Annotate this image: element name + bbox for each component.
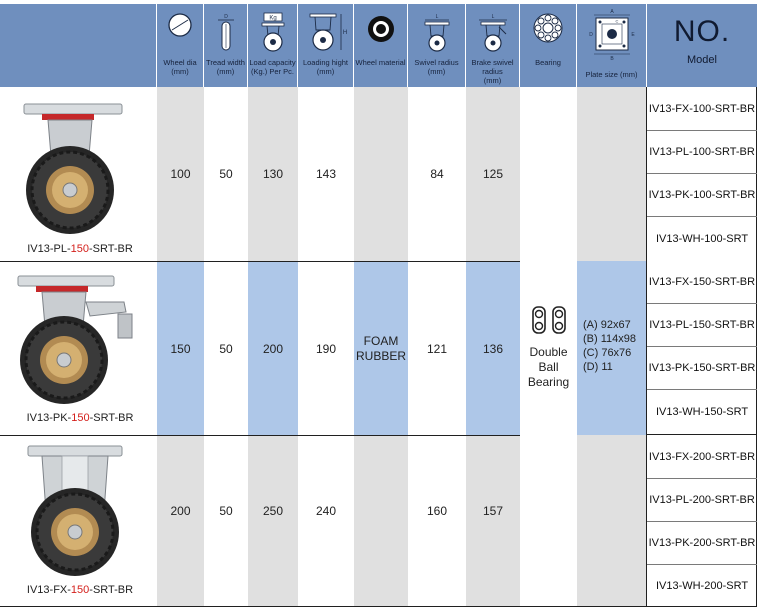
model-cell: IV13-WH-100-SRT (655, 233, 749, 245)
model-column-divider (646, 87, 647, 607)
model-cell: IV13-WH-200-SRT (655, 579, 749, 592)
load-capacity-icon: Kg (261, 12, 284, 52)
header-model: NO. Model (647, 4, 757, 87)
wheel-diameter-icon (168, 13, 192, 37)
tread-width-value: 50 (219, 504, 233, 518)
header-label: Load capacity (Kg.) Per Pc. (249, 58, 296, 76)
load-capacity-value: 250 (262, 504, 284, 518)
group-divider (0, 435, 520, 436)
brake-swivel-radius-value: 157 (482, 504, 504, 518)
header-label: Brake swivel radius (mm) (471, 58, 514, 85)
model-cell: IV13-WH-150-SRT (647, 390, 757, 435)
loading-height-icon: H (309, 13, 347, 51)
header-label: Swivel radius (mm) (414, 58, 459, 76)
header-label: Wheel material (355, 58, 406, 67)
plate-size-icon: A B C D E (589, 9, 635, 62)
band-highlight (157, 261, 204, 435)
table-bottom-border (0, 606, 757, 607)
model-cell: IV13-PK-100-SRT-BR (647, 174, 757, 217)
swivel-radius-value: 160 (426, 504, 448, 518)
svg-text:D: D (224, 14, 228, 20)
wheel-dia-value: 100 (170, 167, 191, 181)
col-swivel-radius (408, 87, 466, 606)
header-image-corner (0, 4, 157, 87)
brake-caster-icon (14, 272, 144, 413)
header-label: Wheel dia (mm) (163, 58, 197, 76)
svg-text:L: L (491, 14, 494, 20)
header-label: Loading hight (mm) (302, 58, 349, 76)
header-wheel-material: Wheel material (354, 4, 408, 87)
product-label: IV13-PK-150-SRT-BR (26, 412, 134, 424)
header-tread-width: D Tread width (mm) (204, 4, 248, 87)
bearing-cell: Double Ball Bearing (520, 306, 577, 390)
model-cell: IV13-FX-150-SRT-BR (647, 261, 757, 304)
loading-height-value: 143 (315, 167, 337, 181)
fixed-caster-icon (22, 442, 132, 583)
bearing-value: Double Ball Bearing (527, 345, 570, 389)
tread-width-value: 50 (219, 167, 233, 181)
svg-text:Kg: Kg (269, 16, 276, 22)
model-cell: IV13-PK-200-SRT-BR (647, 522, 757, 565)
tread-width-value: 50 (219, 342, 233, 356)
brake-swivel-radius-value: 125 (482, 167, 504, 181)
band-highlight (577, 261, 647, 435)
header-load-capacity: Kg Load capacity (Kg.) Per Pc. (248, 4, 298, 87)
loading-height-value: 240 (315, 504, 337, 518)
col-loading-height (298, 87, 354, 606)
wheel-material-icon (367, 16, 394, 42)
bearing-icon (533, 13, 563, 43)
wheel-dia-value: 200 (170, 504, 191, 518)
double-ball-bearing-icon (531, 306, 566, 334)
model-cell: IV13-FX-200-SRT-BR (647, 436, 757, 479)
band-highlight (466, 261, 520, 435)
svg-text:L: L (435, 14, 438, 20)
wheel-material-value: FOAM RUBBER (355, 334, 406, 363)
brake-swivel-radius-icon: L (478, 14, 507, 52)
swivel-radius-value: 121 (426, 342, 448, 356)
tread-width-icon: D (217, 14, 234, 51)
load-capacity-value: 130 (262, 167, 284, 181)
svg-text:A: A (610, 9, 614, 15)
product-label: IV13-FX-150-SRT-BR (26, 584, 134, 596)
brake-swivel-radius-value: 136 (482, 342, 504, 356)
svg-text:B: B (610, 56, 614, 62)
plate-size-value: (A) 92x67 (B) 114x98 (C) 76x76 (D) 11 (583, 319, 636, 373)
header-wheel-dia: Wheel dia (mm) (157, 4, 204, 87)
swivel-radius-icon: L (424, 14, 449, 52)
band-highlight (248, 261, 298, 435)
svg-text:E: E (631, 32, 635, 38)
model-cell: IV13-PL-200-SRT-BR (647, 479, 757, 522)
product-label: IV13-PL-150-SRT-BR (27, 243, 133, 255)
swivel-radius-value: 84 (430, 167, 444, 181)
loading-height-value: 190 (315, 342, 337, 356)
col-bearing (520, 87, 577, 606)
model-title: NO. (673, 15, 731, 48)
col-tread-width (204, 87, 248, 606)
header-brake-swivel-radius: L Brake swivel radius (mm) (466, 4, 520, 87)
model-cell: IV13-PL-150-SRT-BR (647, 304, 757, 347)
header-swivel-radius: L Swivel radius (mm) (408, 4, 466, 87)
header-bearing: Bearing (520, 4, 577, 87)
group-divider (0, 261, 520, 262)
header-label: Plate size (mm) (585, 70, 638, 79)
model-cell: IV13-PL-100-SRT-BR (647, 131, 757, 174)
model-cell: IV13-PK-150-SRT-BR (647, 347, 757, 390)
svg-text:C: C (615, 19, 618, 24)
header-label: Tread width (mm) (206, 58, 245, 76)
svg-text:D: D (589, 32, 593, 38)
model-cell: IV13-FX-100-SRT-BR (647, 88, 757, 131)
swivel-caster-icon (18, 100, 138, 243)
band-highlight (354, 261, 408, 435)
header-label: Bearing (535, 58, 561, 67)
load-capacity-value: 200 (262, 342, 284, 356)
wheel-dia-value: 150 (170, 342, 191, 356)
header-loading-height: H Loading hight (mm) (298, 4, 354, 87)
header-plate-size: A B C D E Plate size (mm) (577, 4, 647, 87)
model-subtitle: Model (687, 54, 717, 66)
svg-text:H: H (342, 30, 346, 36)
